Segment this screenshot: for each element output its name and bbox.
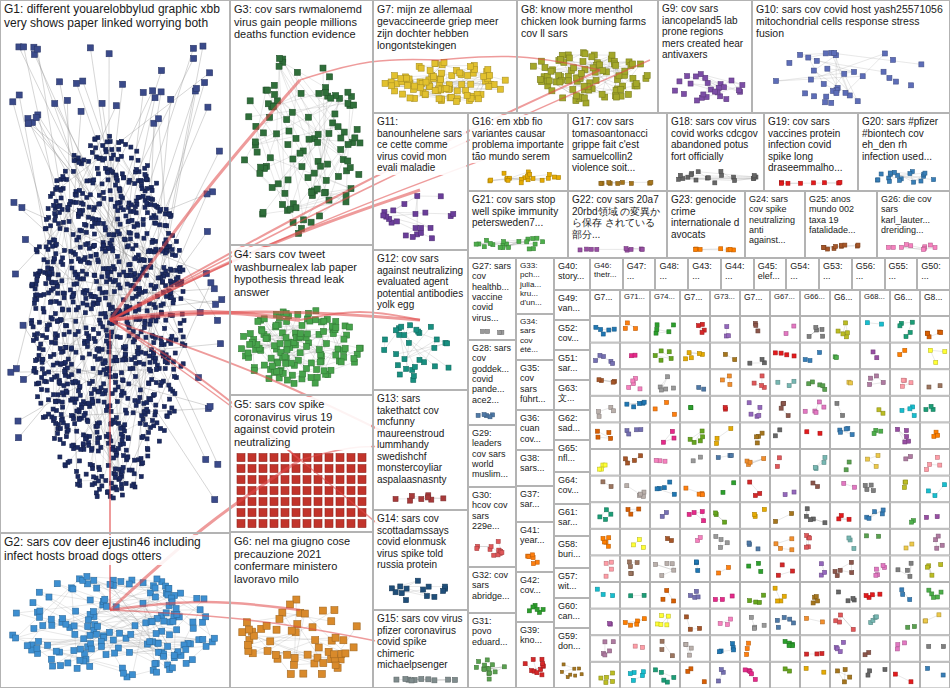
graph-canvas: G1: different youarelobbylud graphic xbb… — [0, 0, 950, 688]
